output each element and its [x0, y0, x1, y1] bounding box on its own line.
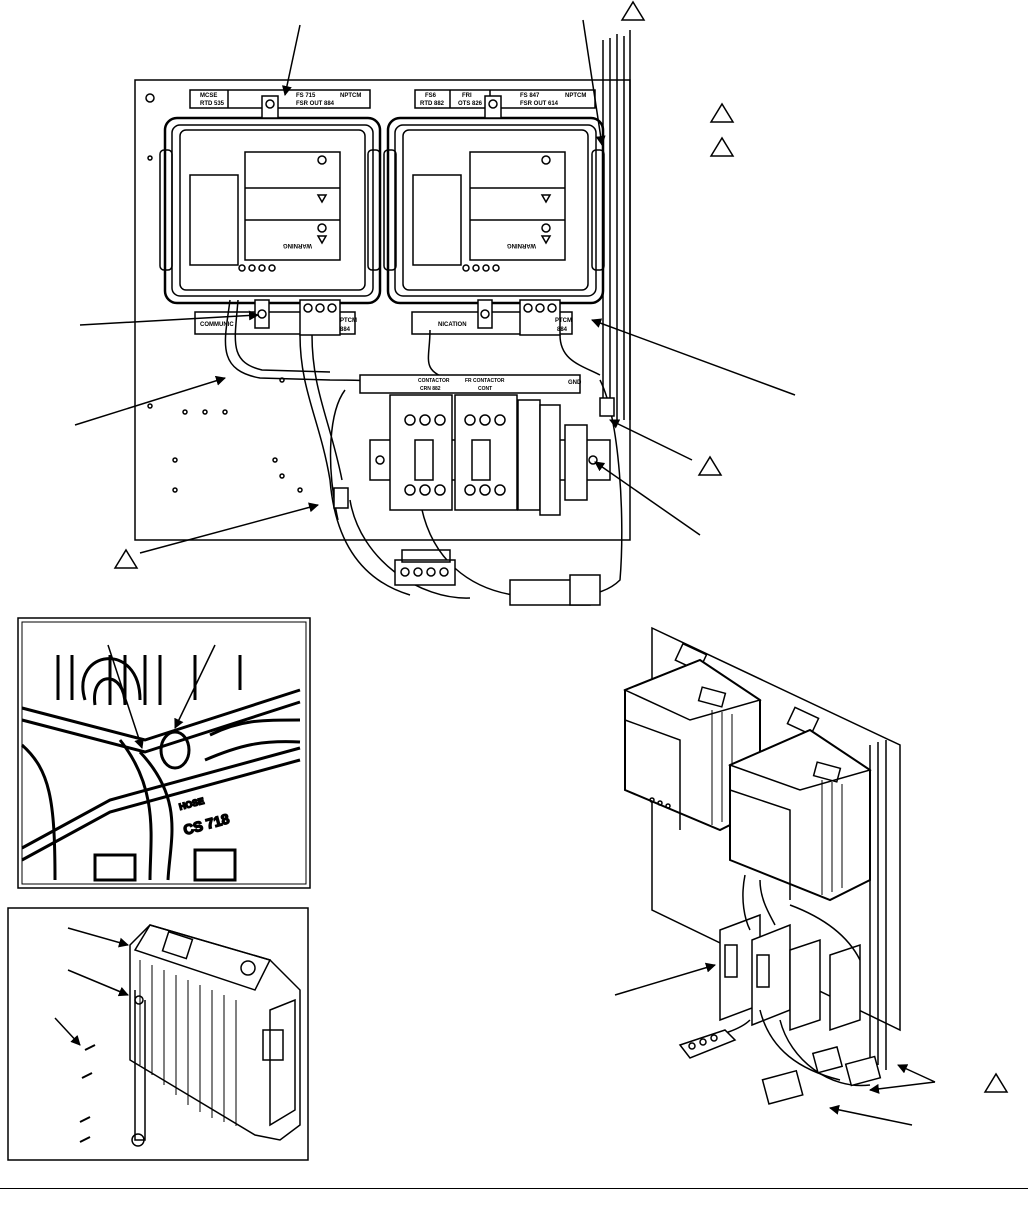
svg-text:WARNING: WARNING: [283, 242, 312, 248]
note-triangle: [697, 455, 723, 476]
svg-text:884: 884: [340, 327, 351, 333]
svg-text:FS6: FS6: [425, 93, 437, 99]
svg-text:FSR OUT 614: FSR OUT 614: [520, 101, 559, 107]
svg-text:884: 884: [557, 327, 568, 333]
panel-labels: MCSE RTD 535 FS 715 FSR OUT 884 NPTCM FS…: [200, 93, 586, 392]
callout-triangles: [113, 0, 1009, 1093]
right-control-module: [383, 116, 605, 305]
svg-text:CRN 882: CRN 882: [420, 386, 441, 392]
svg-text:FS 847: FS 847: [520, 93, 540, 99]
svg-text:PTCM: PTCM: [340, 318, 357, 324]
svg-text:OTS 826: OTS 826: [458, 101, 483, 107]
svg-text:PTCM: PTCM: [555, 318, 572, 324]
leader-arrows-main: [74, 19, 796, 554]
svg-text:NICATION: NICATION: [438, 322, 467, 328]
svg-text:WARNING: WARNING: [507, 242, 536, 248]
svg-text:FS 715: FS 715: [296, 93, 316, 99]
note-triangle: [709, 136, 735, 157]
svg-text:GND: GND: [568, 380, 582, 386]
detail-view-heatsink-module: [7, 907, 309, 1161]
svg-text:FRI: FRI: [462, 93, 472, 99]
svg-text:CONTACTOR: CONTACTOR: [418, 378, 450, 384]
note-triangle: [983, 1072, 1009, 1093]
svg-text:RTD 535: RTD 535: [200, 101, 225, 107]
svg-text:RTD 882: RTD 882: [420, 101, 445, 107]
svg-text:COMMUNIC: COMMUNIC: [200, 322, 234, 328]
main-panel-view: [134, 30, 631, 606]
note-triangle: [620, 0, 646, 21]
bottom-rule: [0, 1188, 1028, 1189]
left-control-module: [159, 116, 382, 305]
note-triangle: [709, 102, 735, 123]
detail-view-cable-clamp: HOSE CS 718: [17, 617, 311, 889]
svg-text:NPTCM: NPTCM: [340, 93, 361, 99]
note-triangle: [113, 548, 139, 569]
svg-text:FR CONTACTOR: FR CONTACTOR: [465, 378, 505, 384]
svg-text:MCSE: MCSE: [200, 93, 217, 99]
svg-text:FSR OUT 884: FSR OUT 884: [296, 101, 335, 107]
isometric-assembly-view: [614, 626, 936, 1126]
svg-text:CONT: CONT: [478, 386, 492, 392]
svg-text:NPTCM: NPTCM: [565, 93, 586, 99]
